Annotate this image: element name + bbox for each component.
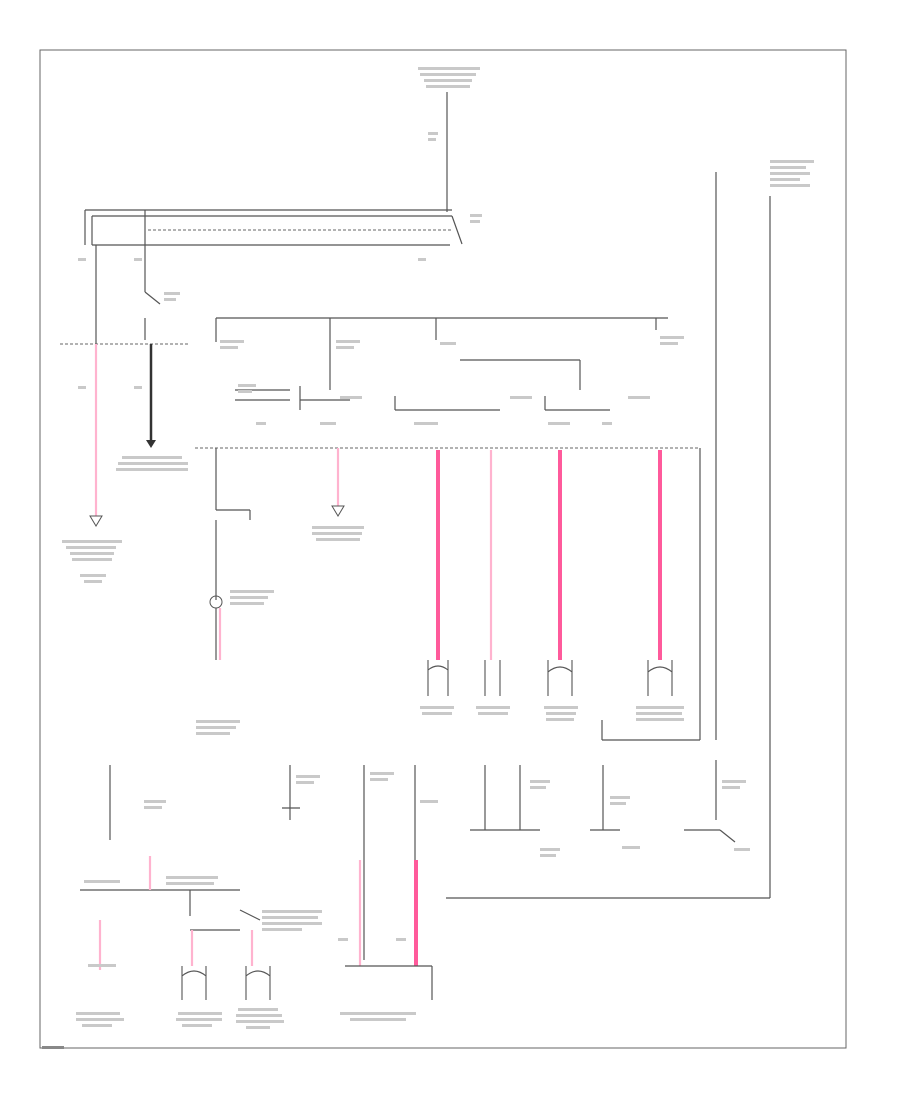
headlamp-switch: [144, 245, 180, 340]
bottom-mid-connector: [176, 930, 222, 1027]
top-feed-wire: [428, 92, 448, 212]
top-source-label: [418, 67, 480, 88]
footer-code: [42, 1046, 64, 1049]
ground-mid: [312, 448, 364, 541]
left-black-wire: [116, 344, 188, 471]
connector-2: [476, 660, 510, 715]
bottom-right-connector: [236, 930, 284, 1029]
left-chain: [196, 448, 274, 735]
connector-4: [636, 660, 684, 721]
right-note: [446, 160, 814, 899]
fuse-relay-center: [195, 317, 701, 741]
top-bus: [78, 209, 482, 261]
bottom-left-connector: [76, 920, 124, 1027]
bottom-center-junction: [338, 860, 433, 1021]
ground-left: [62, 245, 122, 583]
connector-wires: [436, 450, 662, 660]
bottom-left-junction: [80, 856, 322, 931]
connector-3: [544, 660, 578, 721]
diagram-frame: [39, 49, 847, 1049]
lower-middle-section: [109, 765, 750, 960]
connector-1: [420, 660, 454, 715]
